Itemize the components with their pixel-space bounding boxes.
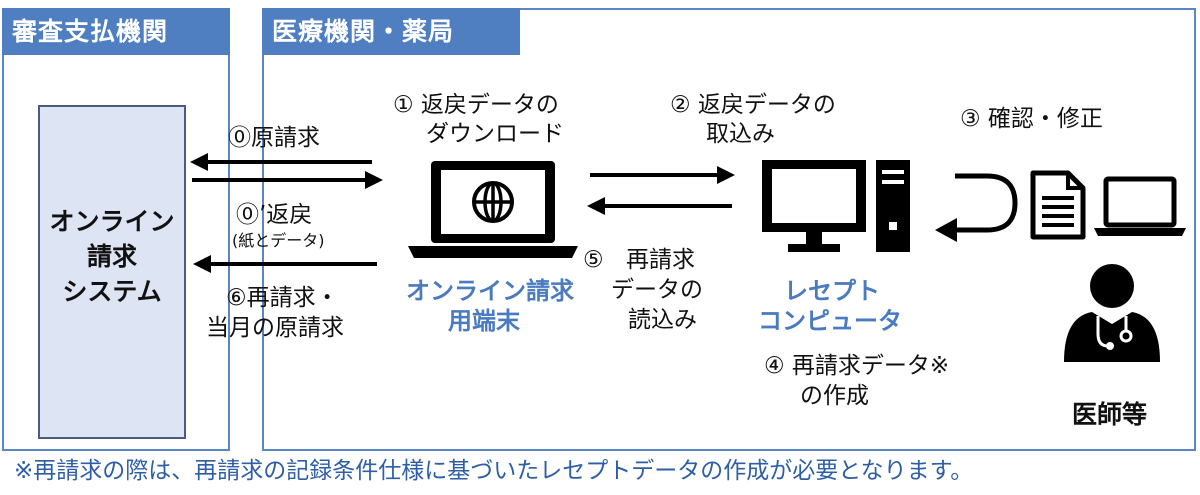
step3-label: ③ 確認・修正 <box>960 106 1103 132</box>
online-billing-system-box: オンライン 請求 システム <box>38 105 186 439</box>
step5-line2: データの <box>611 277 703 303</box>
arrow-reclaim-left <box>193 255 377 273</box>
laptop-icon <box>1094 176 1186 236</box>
terminal-label-line1: オンライン請求 <box>406 277 574 305</box>
label-original-claim: ⓪原請求 <box>228 125 320 151</box>
step1-line1: ① 返戻データの <box>393 92 559 118</box>
system-label-line2: 請求 <box>86 242 137 271</box>
footnote: ※再請求の際は、再請求の記録条件仕様に基づいたレセプトデータの作成が必要となりま… <box>14 458 974 484</box>
arrow-original-claim-left <box>190 153 372 171</box>
system-label-line1: オンライン <box>49 207 175 236</box>
arrow-original-claim-right <box>192 171 383 189</box>
step1-line2: ダウンロード <box>426 121 564 147</box>
step5-line3: 読込み <box>628 307 697 333</box>
right-panel <box>262 8 1196 451</box>
step2-line2: 取込み <box>706 121 775 147</box>
step2-line1: ② 返戻データの <box>670 92 836 118</box>
label-reclaim-line1: ⑥再請求・ <box>226 285 339 311</box>
step5-number: ⑤ <box>583 247 604 273</box>
step4-line2: の作成 <box>800 383 869 409</box>
label-return-sub: (紙とデータ) <box>232 231 325 250</box>
laptop-globe-icon <box>408 161 578 258</box>
document-icon <box>1030 170 1086 240</box>
label-reclaim-line2: 当月の原請求 <box>206 315 344 341</box>
doctor-icon <box>1064 264 1160 362</box>
step4-line1: ④ 再請求データ※ <box>764 353 950 379</box>
label-return: ⓪’返戻 <box>236 202 313 228</box>
left-panel-title: 審査支払機関 <box>2 8 230 55</box>
system-label-line3: システム <box>62 277 162 306</box>
receipt-computer-line2: コンピュータ <box>758 307 902 335</box>
receipt-computer-line1: レセプト <box>784 277 880 305</box>
terminal-label-line2: 用端末 <box>448 307 520 335</box>
right-panel-title: 医療機関・薬局 <box>262 8 520 55</box>
doctor-label: 医師等 <box>1072 400 1148 429</box>
return-arrow-icon <box>935 173 1018 242</box>
arrow-receipt-to-terminal <box>587 197 732 215</box>
step5-line1: 再請求 <box>626 247 695 273</box>
arrow-terminal-to-receipt <box>590 166 735 184</box>
desktop-computer-icon <box>762 160 910 252</box>
